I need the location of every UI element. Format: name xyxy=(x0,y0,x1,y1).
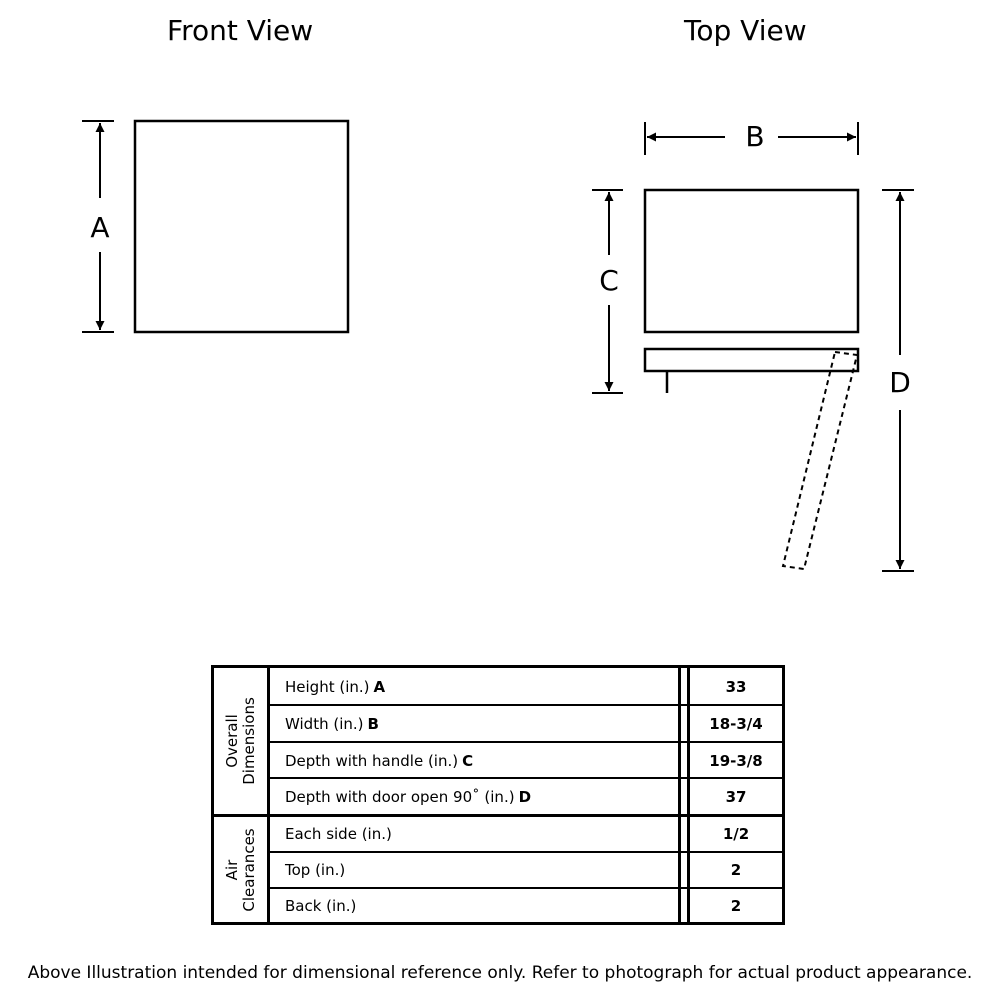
table-row: Depth with handle (in.)C 19-3/8 xyxy=(270,741,782,778)
table-row: Height (in.)A 33 xyxy=(270,668,782,705)
door-outline xyxy=(643,347,860,373)
table-row: Top (in.) 2 xyxy=(270,851,782,887)
overall-dimensions-group: Overall Dimensions Height (in.)A 33 Widt… xyxy=(214,668,782,814)
group-divider xyxy=(214,814,782,817)
clearances-label-line1: Air xyxy=(222,859,241,880)
table-row: Back (in.) 2 xyxy=(270,887,782,923)
each-side-value: 1/2 xyxy=(687,817,782,851)
cabinet-outline xyxy=(643,188,860,334)
width-value: 18-3/4 xyxy=(687,706,782,741)
depth-door-open-value: 37 xyxy=(687,779,782,814)
dim-b-letter: B xyxy=(745,120,764,153)
row-label: Back (in.) xyxy=(270,889,681,923)
back-clearance-value: 2 xyxy=(687,889,782,923)
clearances-label-line2: Clearances xyxy=(239,827,258,912)
height-letter: A xyxy=(373,677,386,696)
overall-label-line1: Overall xyxy=(222,714,241,768)
table-row: Depth with door open 90˚ (in.)D 37 xyxy=(270,777,782,814)
air-clearances-group: Air Clearances Each side (in.) 1/2 Top (… xyxy=(214,817,782,923)
row-label: Width (in.)B xyxy=(270,706,681,741)
depth-handle-letter: C xyxy=(462,751,474,770)
depth-door-open-label: Depth with door open 90˚ (in.) xyxy=(285,787,515,806)
top-clearance-label: Top (in.) xyxy=(285,861,346,879)
back-clearance-label: Back (in.) xyxy=(285,897,357,915)
front-view: A xyxy=(82,119,350,334)
overall-dimensions-label: Overall Dimensions xyxy=(214,668,270,814)
row-label: Depth with door open 90˚ (in.)D xyxy=(270,779,681,814)
front-outline xyxy=(133,119,350,334)
overall-label-line2: Dimensions xyxy=(239,697,258,785)
dim-a-letter: A xyxy=(90,211,109,244)
depth-door-open-letter: D xyxy=(518,787,532,806)
table-row: Each side (in.) 1/2 xyxy=(270,817,782,851)
each-side-label: Each side (in.) xyxy=(285,825,392,843)
height-value: 33 xyxy=(687,668,782,705)
dimensions-table: Overall Dimensions Height (in.)A 33 Widt… xyxy=(211,665,785,925)
door-open-outline xyxy=(781,350,859,571)
top-view-title: Top View xyxy=(684,14,807,47)
width-letter: B xyxy=(367,714,379,733)
depth-handle-value: 19-3/8 xyxy=(687,743,782,778)
row-label: Depth with handle (in.)C xyxy=(270,743,681,778)
row-label: Height (in.)A xyxy=(270,668,681,705)
top-clearance-value: 2 xyxy=(687,853,782,887)
row-label: Top (in.) xyxy=(270,853,681,887)
table-row: Width (in.)B 18-3/4 xyxy=(270,704,782,741)
dim-c-letter: C xyxy=(599,264,619,297)
air-clearances-label: Air Clearances xyxy=(214,817,270,922)
disclaimer-text: Above Illustration intended for dimensio… xyxy=(27,963,973,983)
top-view: B C D xyxy=(592,120,914,572)
depth-handle-label: Depth with handle (in.) xyxy=(285,751,459,770)
height-label: Height (in.) xyxy=(285,677,370,696)
width-label: Width (in.) xyxy=(285,714,364,733)
dimension-drawing: A B C D xyxy=(82,119,914,572)
dim-d-letter: D xyxy=(889,366,911,399)
front-view-title: Front View xyxy=(167,14,314,47)
row-label: Each side (in.) xyxy=(270,817,681,851)
